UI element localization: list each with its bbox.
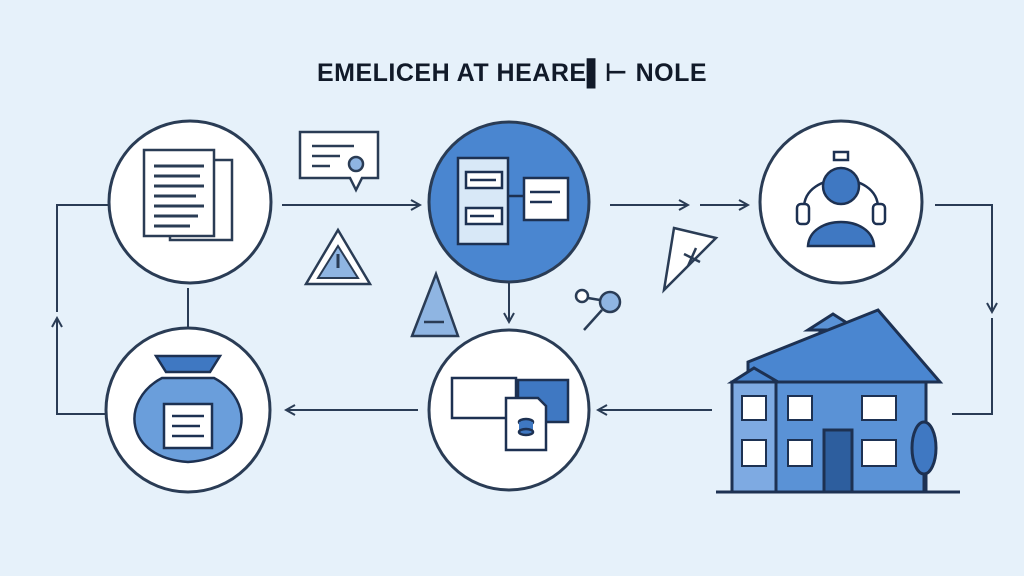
building-icon <box>716 308 960 494</box>
chat-bubble-icon <box>298 130 380 193</box>
connector-money-bag-documents <box>57 318 108 415</box>
documents-icon <box>142 148 234 242</box>
tag-icon-left <box>410 270 460 338</box>
diagram-title: EMELICEH AT HEARE▌⊢ NOLE <box>316 59 708 87</box>
connector-building-return <box>952 318 993 415</box>
connector-user-building <box>935 204 992 312</box>
dashboard-icon <box>456 156 570 246</box>
warning-triangle-icon <box>303 227 373 286</box>
money-bag-icon <box>133 354 243 464</box>
key-icon <box>574 288 622 331</box>
connector-left-upper <box>56 204 108 312</box>
tag-icon-right <box>662 226 719 294</box>
cards-database-icon <box>450 376 570 452</box>
user-headset-icon <box>795 150 887 248</box>
